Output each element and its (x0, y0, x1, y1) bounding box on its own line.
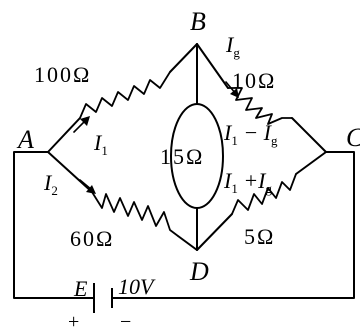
node-label-c: C (346, 123, 360, 152)
current-dc-operator: +I (238, 168, 267, 193)
battery-symbol (93, 283, 113, 313)
wire-battery-to-c (111, 151, 355, 299)
battery-label-e: E (73, 276, 88, 301)
wire-r100-to-b (169, 43, 198, 73)
node-label-d: D (189, 257, 209, 286)
current-label-i1: I1 (93, 130, 108, 158)
node-label-a: A (16, 125, 34, 154)
wire-a-to-r100 (47, 117, 81, 153)
bridge-wires (47, 43, 327, 251)
node-label-b: B (190, 7, 206, 36)
current-i2-symbol: I (43, 170, 53, 195)
current-bc-operator: − I (238, 120, 273, 145)
wire-a-left-down (13, 151, 95, 299)
resistor-60-zigzag (91, 191, 179, 237)
wire-a-to-r60 (47, 151, 93, 193)
current-ig-symbol: I (225, 32, 235, 57)
arrow-i2-head (86, 185, 96, 194)
current-bc-prefix: I (223, 120, 233, 145)
battery-loop (13, 151, 355, 299)
battery-label-voltage: 10V (118, 274, 156, 299)
battery-label-plus: + (68, 311, 79, 330)
current-i1-subscript: 1 (101, 143, 108, 158)
current-dc-subscript: g (266, 181, 273, 196)
battery-label-minus: − (120, 311, 131, 330)
current-dc-prefix-subscript: 1 (231, 181, 238, 196)
resistor-label-10: 10Ω (232, 68, 276, 93)
wire-d-to-r5 (196, 213, 233, 251)
wire-b-to-r10 (196, 43, 229, 89)
current-label-i1-plus-ig: I1 +Ig (223, 168, 273, 196)
wire-r10-to-c (291, 117, 327, 153)
current-label-ig: Ig (225, 32, 240, 60)
resistor-label-5: 5Ω (244, 224, 275, 249)
current-arrows (73, 81, 239, 194)
current-ig-subscript: g (233, 45, 240, 60)
wire-r60-to-d (177, 235, 198, 251)
current-dc-prefix: I (223, 168, 233, 193)
arrow-ig-head (230, 88, 239, 98)
current-label-i2: I2 (43, 170, 58, 198)
arrow-i1-head (80, 116, 90, 126)
resistor-label-60: 60Ω (70, 226, 114, 251)
galvanometer-label-15: 15Ω (160, 144, 204, 169)
resistor-100-zigzag (79, 71, 171, 119)
current-label-i1-minus-ig: I1 − Ig (223, 120, 278, 148)
current-bc-prefix-subscript: 1 (231, 133, 238, 148)
resistor-5-zigzag (231, 173, 297, 215)
wire-r5-to-c (295, 151, 327, 175)
current-i1-symbol: I (93, 130, 103, 155)
current-i2-subscript: 2 (51, 183, 58, 198)
current-bc-subscript: g (271, 133, 278, 148)
resistor-label-100: 100Ω (34, 62, 91, 87)
galvanometer-ellipse (170, 103, 224, 209)
